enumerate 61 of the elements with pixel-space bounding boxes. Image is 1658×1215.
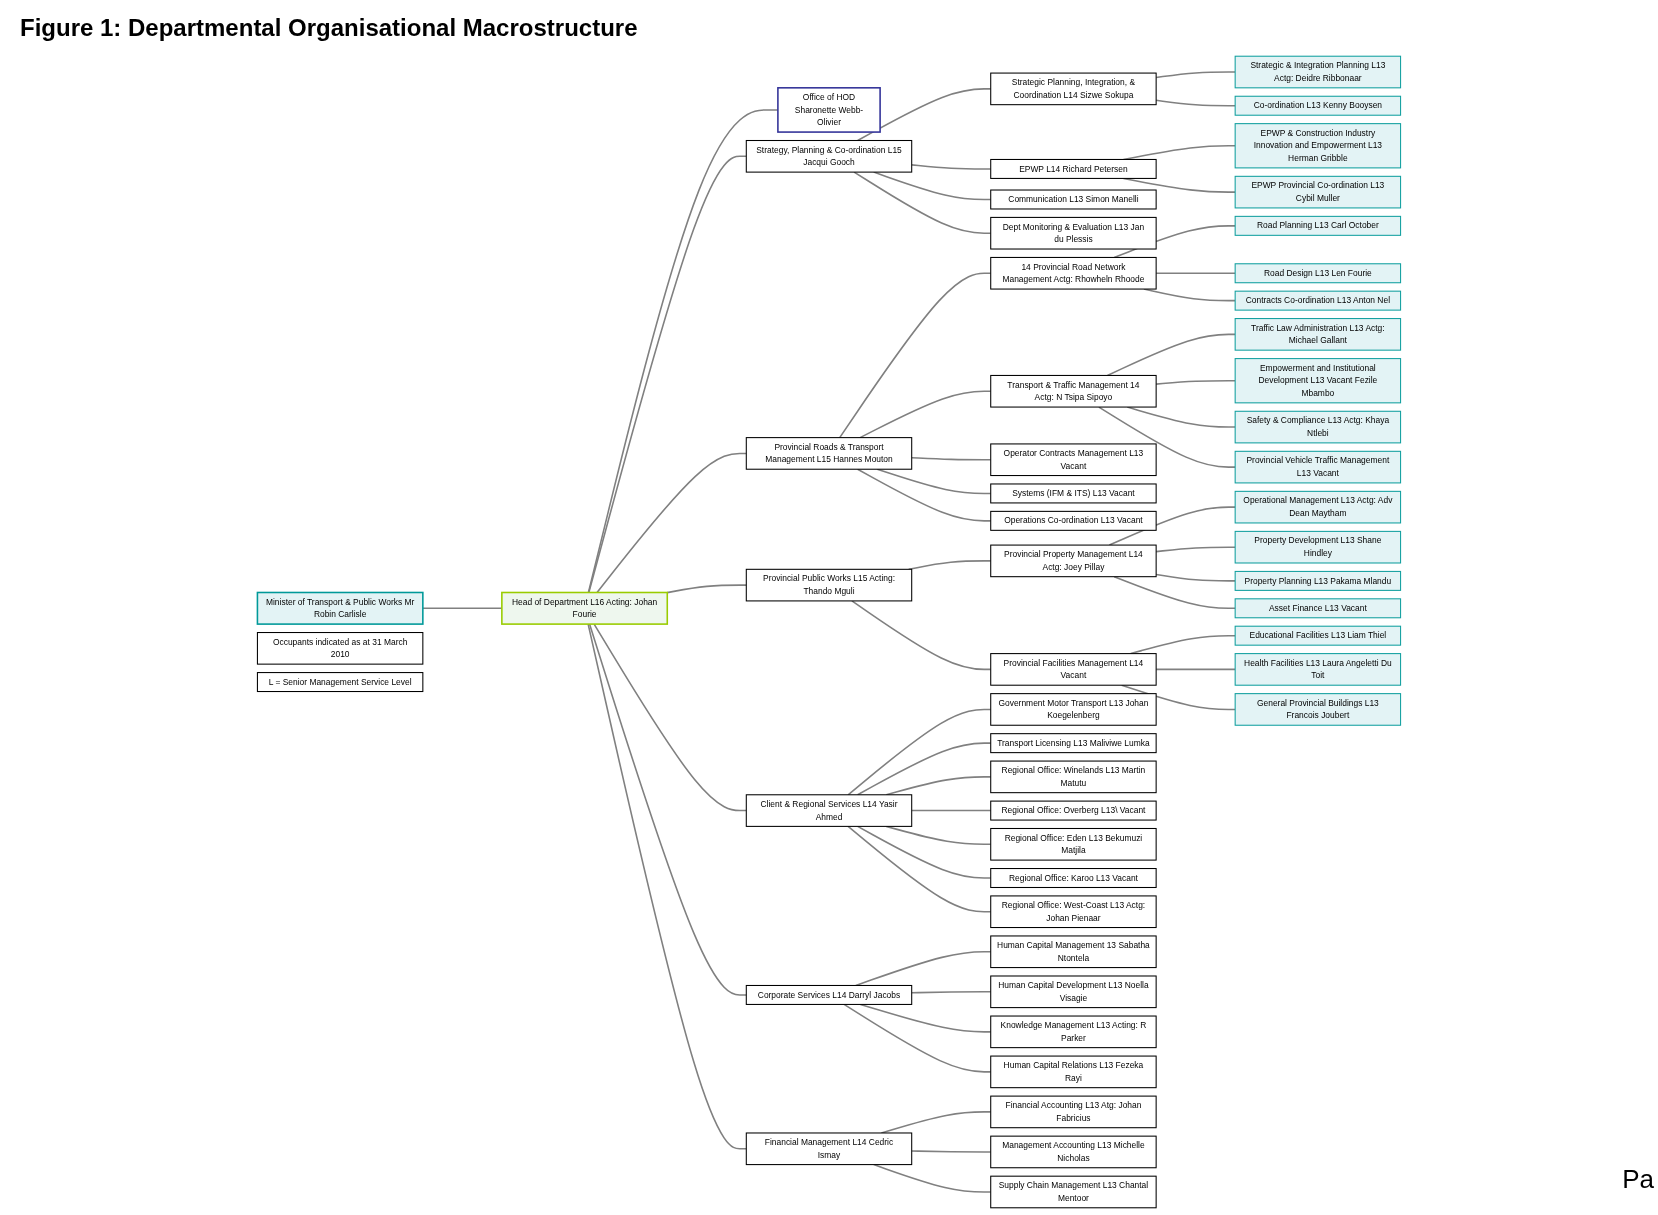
node-box: Occupants indicated as at 31 March 2010 (256, 632, 424, 665)
diagram-title: Figure 1: Departmental Organisational Macrostructure (20, 14, 638, 42)
connector (1098, 406, 1236, 468)
node-box: Traffic Law Administration L13 Actg: Michael Gallant (1234, 318, 1402, 351)
node-box: Supply Chain Management L13 Chantal Mentoor (990, 1175, 1157, 1209)
node-box: Empowerment and Institutional Development L13 Vacant Fezile Mbambo (1234, 358, 1402, 404)
node-box: Property Development L13 Shane Hindley (1234, 530, 1402, 564)
node-box: Educational Facilities L13 Liam Thiel (1234, 625, 1402, 646)
node-box: Human Capital Development L13 Noella Visagie (990, 975, 1157, 1009)
node-box: Asset Finance L13 Vacant (1234, 598, 1402, 619)
node-box: Operations Co-ordination L13 Vacant (990, 510, 1157, 531)
connector (1106, 333, 1236, 377)
node-box: Transport & Traffic Management 14 Actg: N Tsipa Sipoyo (990, 374, 1157, 408)
node-box: Operational Management L13 Actg: Adv Dean Maytham (1234, 490, 1402, 524)
node-box: Transport Licensing L13 Maliviwe Lumka (990, 733, 1157, 754)
node-box: Dept Monitoring & Evaluation L13 Jan du Plessis (990, 216, 1157, 250)
connector (1108, 506, 1236, 546)
node-box: Head of Department L16 Acting: Johan Fourie (501, 591, 669, 625)
node-box: Provincial Vehicle Traffic Management L13 Vacant (1234, 450, 1402, 484)
connector (1155, 573, 1236, 582)
node-box: Provincial Facilities Management L14 Vacant (990, 653, 1157, 686)
node-box: Human Capital Relations L13 Fezeka Rayi (990, 1055, 1157, 1089)
node-box: L = Senior Management Service Level (256, 672, 424, 693)
connector (1113, 575, 1236, 610)
node-box: Safety & Compliance L13 Actg: Khaya Ntlebi (1234, 410, 1402, 444)
node-box: Regional Office: Overberg L13\ Vacant (990, 800, 1157, 821)
node-box: Communication L13 Simon Manelli (990, 189, 1157, 210)
node-box: Corporate Services L14 Darryl Jacobs (745, 984, 913, 1005)
node-box: Human Capital Management 13 Sabatha Ntontela (990, 935, 1157, 969)
node-box: EPWP & Construction Industry Innovation and Empowerment L13 Herman Gribble (1234, 123, 1402, 169)
node-box: Client & Regional Services L14 Yasir Ahmed (745, 794, 913, 827)
page-note: Pa (1622, 1164, 1654, 1195)
node-box: Health Facilities L13 Laura Angeletti Du Toit (1234, 653, 1402, 686)
node-box: Management Accounting L13 Michelle Nicholas (990, 1135, 1157, 1169)
node-box: Strategic Planning, Integration, & Coordination L14 Sizwe Sokupa (990, 72, 1157, 106)
node-box: Regional Office: Karoo L13 Vacant (990, 868, 1157, 889)
node-box: General Provincial Buildings L13 Francois Joubert (1234, 693, 1402, 726)
node-box: Road Design L13 Len Fourie (1234, 263, 1402, 284)
node-box: EPWP Provincial Co-ordination L13 Cybil Muller (1234, 175, 1402, 209)
node-box: Regional Office: West-Coast L13 Actg: Johan Pienaar (990, 895, 1157, 929)
node-box: 14 Provincial Road Network Management Actg: Rhowheln Rhoode (990, 256, 1157, 290)
node-box: Strategy, Planning & Co-ordination L15 Jacqui Gooch (745, 139, 913, 173)
node-box: Provincial Roads & Transport Management L15 Hannes Mouton (745, 437, 913, 470)
node-box: Strategic & Integration Planning L13 Actg: Deidre Ribbonaar (1234, 55, 1402, 89)
node-box: Road Planning L13 Carl October (1234, 215, 1402, 236)
node-box: Provincial Public Works L15 Acting: Thando Mguli (745, 568, 913, 602)
node-box: Property Planning L13 Pakama Mlandu (1234, 570, 1402, 591)
node-box: Government Motor Transport L13 Johan Koegelenberg (990, 693, 1157, 726)
node-box: Operator Contracts Management L13 Vacant (990, 443, 1157, 477)
node-box: Regional Office: Eden L13 Bekumuzi Matjila (990, 827, 1157, 861)
node-box: Knowledge Management L13 Acting: R Parker (990, 1015, 1157, 1049)
node-box: Regional Office: Winelands L13 Martin Matutu (990, 760, 1157, 794)
node-box: Contracts Co-ordination L13 Anton Nel (1234, 290, 1402, 311)
node-box: Provincial Property Management L14 Actg: Joey Pillay (990, 544, 1157, 578)
node-box: Systems (IFM & ITS) L13 Vacant (990, 483, 1157, 504)
node-box: EPWP L14 Richard Petersen (990, 158, 1157, 179)
node-box: Financial Accounting L13 Atg: Johan Fabricius (990, 1095, 1157, 1129)
node-box: Minister of Transport & Public Works Mr Robin Carlisle (256, 591, 424, 625)
node-box: Office of HOD Sharonette Webb-Olivier (777, 87, 881, 133)
node-box: Financial Management L14 Cedric Ismay (745, 1132, 913, 1166)
node-box: Co-ordination L13 Kenny Booysen (1234, 95, 1402, 116)
